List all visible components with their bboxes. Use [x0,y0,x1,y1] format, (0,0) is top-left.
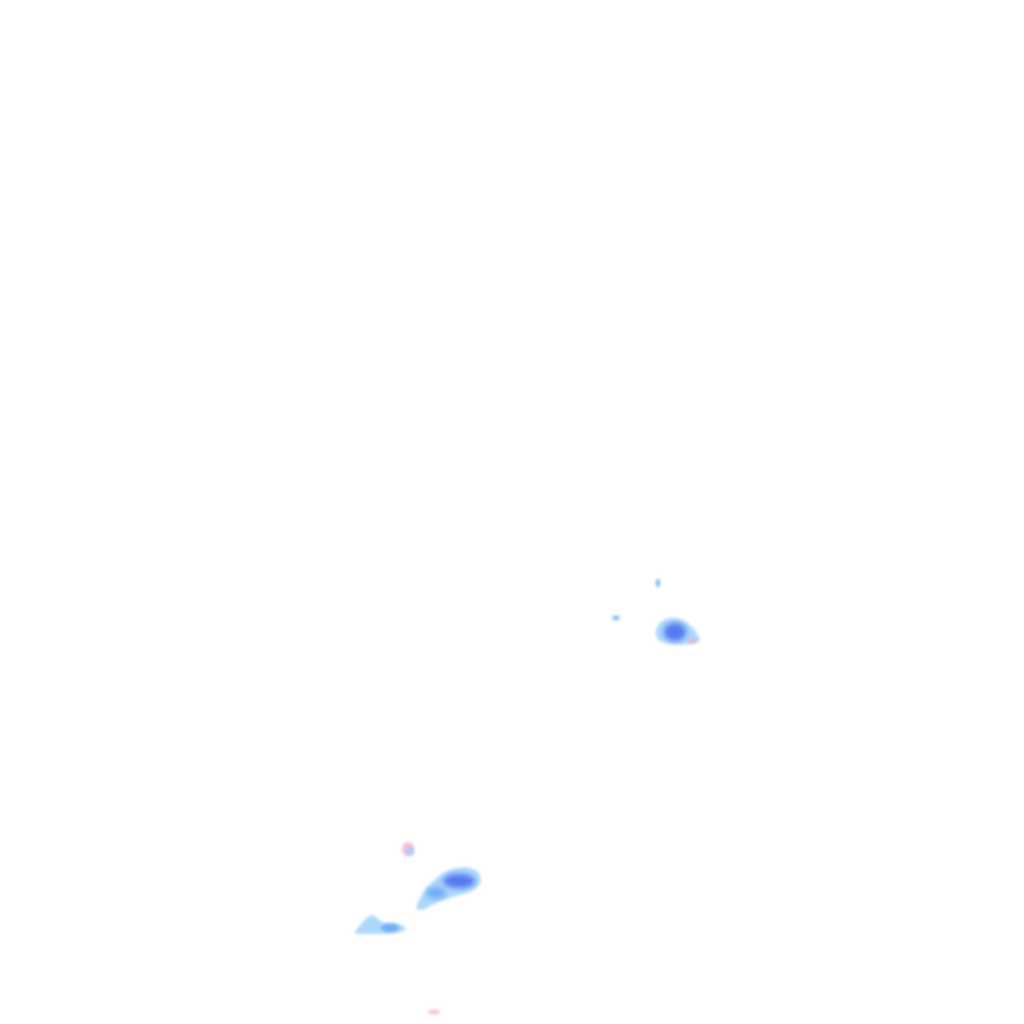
precip-speckle-north-2 [612,615,620,621]
precip-speckle-south-pink [402,842,414,856]
precip-cell-south-west [354,915,406,934]
precip-cell-east [655,618,700,645]
precip-cell-south-main [416,867,481,910]
precip-speckle-bottom-pink [428,1009,440,1015]
precip-speckle-north-1 [655,579,661,587]
